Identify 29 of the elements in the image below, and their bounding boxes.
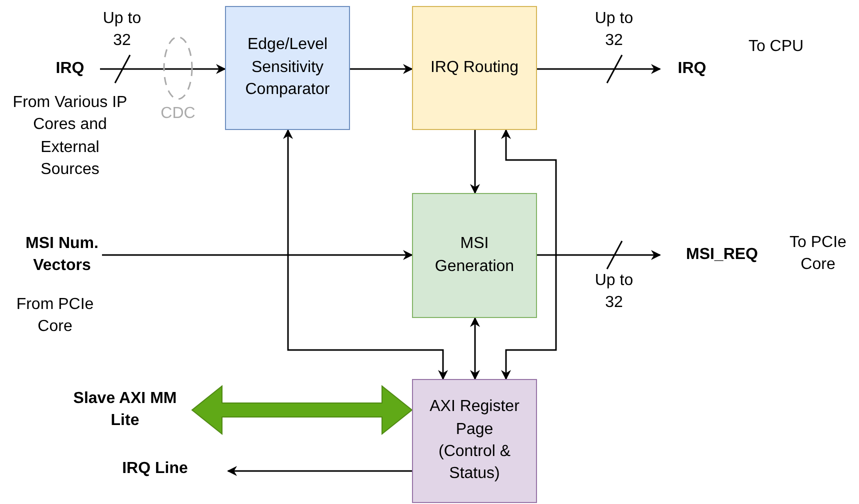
process-box: IRQ Routing — [412, 6, 537, 130]
bus-width-label: Up to 32 — [594, 271, 634, 314]
process-box: Edge/Level Sensitivity Comparator — [225, 6, 350, 130]
double-block-arrow — [191, 384, 413, 436]
arrow — [537, 250, 661, 260]
arrow — [227, 466, 412, 476]
arrow — [501, 129, 557, 380]
signal-label: IRQ — [56, 58, 84, 79]
arrow — [470, 130, 480, 194]
signal-label: MSI_REQ — [686, 244, 758, 265]
signal-label: IRQ Line — [122, 458, 188, 479]
arrow — [283, 129, 448, 380]
arrow — [350, 64, 413, 74]
signal-label: IRQ — [678, 58, 706, 79]
annotation-text: To CPU — [747, 37, 805, 57]
annotation-text: To PCIe Core — [788, 233, 848, 276]
arrow — [537, 64, 661, 74]
arrow — [102, 250, 413, 260]
annotation-text: From Various IP Cores and External Sources — [12, 93, 128, 180]
bus-width-label: Up to 32 — [102, 9, 142, 52]
domain-label: CDC — [160, 104, 196, 124]
arrow — [470, 317, 480, 380]
signal-label: Slave AXI MM Lite — [72, 388, 178, 431]
process-box: MSI Generation — [412, 193, 537, 318]
arrow — [100, 64, 226, 74]
bus-width-label: Up to 32 — [594, 9, 634, 52]
process-box: AXI Register Page (Control & Status) — [412, 379, 537, 503]
annotation-text: From PCIe Core — [15, 295, 95, 338]
signal-label: MSI Num. Vectors — [24, 234, 100, 276]
